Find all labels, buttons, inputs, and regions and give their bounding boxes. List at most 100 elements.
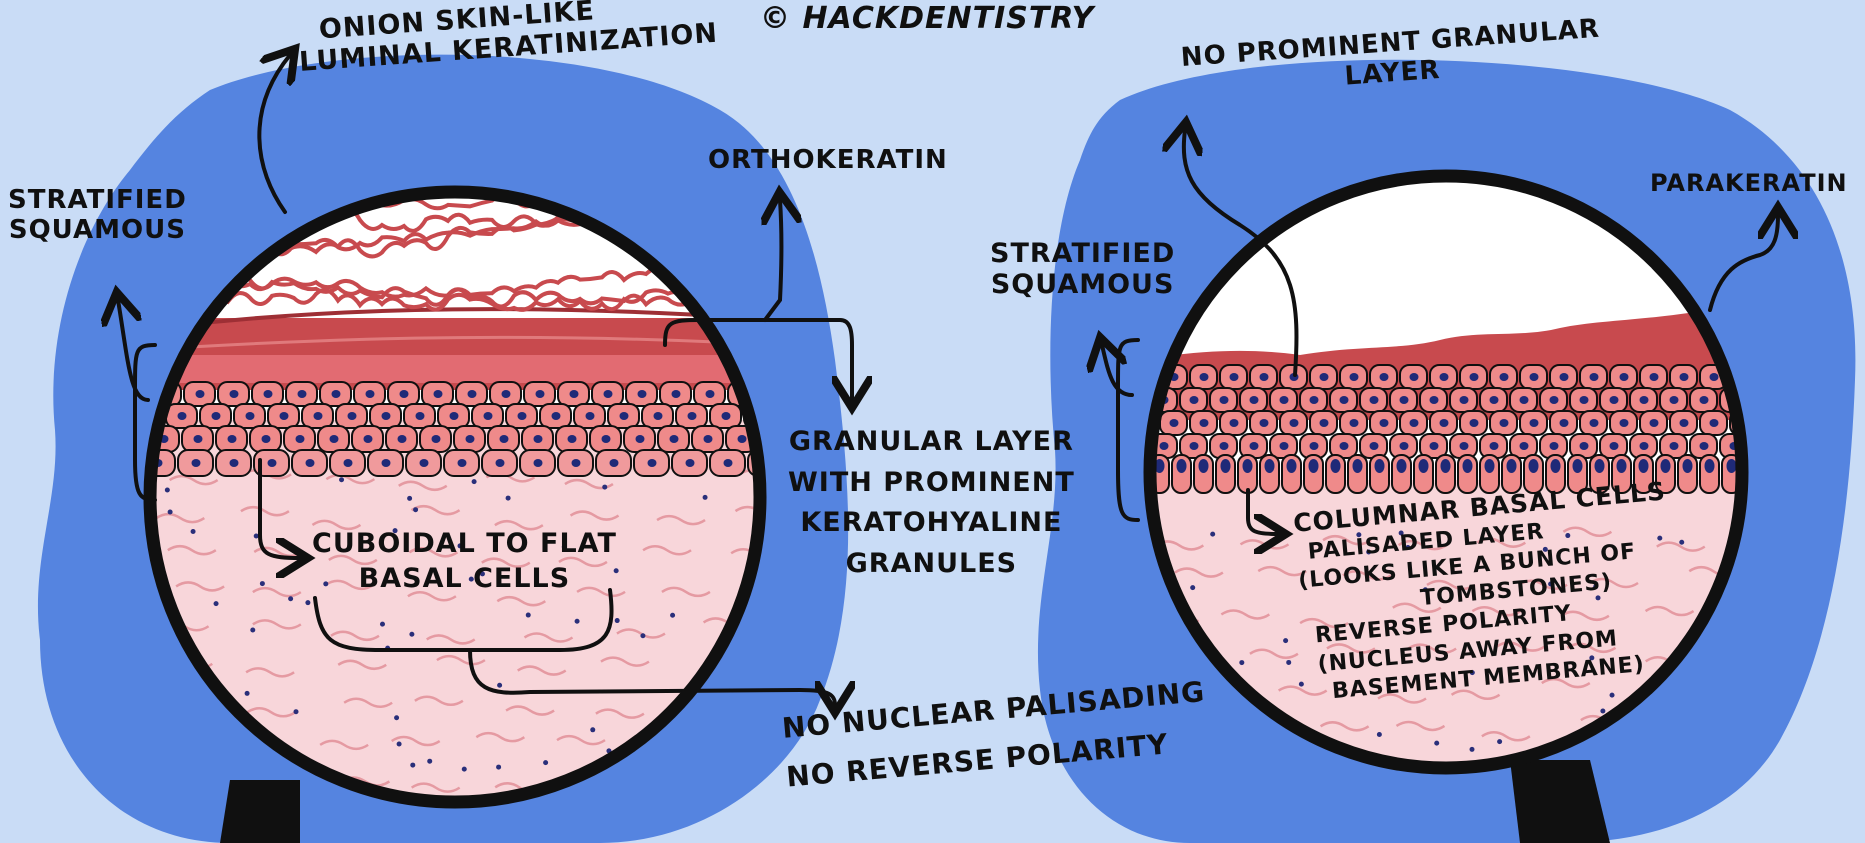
left-epithelial-cells <box>132 382 809 476</box>
cell-nucleus <box>1260 419 1269 427</box>
cell-nucleus <box>332 390 341 398</box>
cell-nucleus <box>1370 442 1379 450</box>
cell-nucleus <box>586 412 595 420</box>
stroma-dot <box>1600 708 1605 713</box>
cell-nucleus <box>450 412 459 420</box>
cell-nucleus <box>466 435 475 443</box>
basal-cells-label: CUBOIDAL TO FLAT BASAL CELLS <box>312 526 617 596</box>
cell-nucleus <box>502 390 511 398</box>
cell-nucleus <box>686 459 695 467</box>
stroma-dot <box>526 613 531 618</box>
cell-nucleus <box>1380 419 1389 427</box>
stroma-dot <box>497 683 502 688</box>
cell-nucleus <box>1680 373 1689 381</box>
cell-nucleus <box>1400 442 1409 450</box>
cell-nucleus <box>1370 396 1379 404</box>
cell-nucleus <box>1490 442 1499 450</box>
stratified-right-line-1: STRATIFIED <box>990 238 1175 269</box>
stroma-dot <box>602 485 607 490</box>
cell-nucleus <box>1350 373 1359 381</box>
cell-nucleus <box>1650 373 1659 381</box>
cell-nucleus <box>194 435 203 443</box>
cell-nucleus <box>602 435 611 443</box>
cell-nucleus <box>432 435 441 443</box>
stroma-dot <box>413 507 418 512</box>
cell-nucleus <box>1340 442 1349 450</box>
basal-nucleus <box>1287 459 1297 473</box>
cell-nucleus <box>1710 373 1719 381</box>
cell-nucleus <box>500 435 509 443</box>
cell-nucleus <box>296 435 305 443</box>
stratified-line-2: SQUAMOUS <box>8 216 187 246</box>
stroma-dot <box>496 765 501 770</box>
cell-nucleus <box>1320 419 1329 427</box>
stroma-dot <box>575 619 580 624</box>
basal-nucleus <box>1573 459 1583 473</box>
stroma-dot <box>305 600 310 605</box>
cell-nucleus <box>212 412 221 420</box>
cell-nucleus <box>344 459 353 467</box>
cell-nucleus <box>484 412 493 420</box>
cell-nucleus <box>1610 442 1619 450</box>
cell-nucleus <box>1520 442 1529 450</box>
stroma-dot <box>1239 660 1244 665</box>
cell-nucleus <box>1520 396 1529 404</box>
stroma-dot <box>250 627 255 632</box>
cell-nucleus <box>1220 396 1229 404</box>
basal-nucleus <box>1419 459 1429 473</box>
cell-nucleus <box>1530 373 1539 381</box>
stroma-dot <box>1210 532 1215 537</box>
cell-nucleus <box>262 435 271 443</box>
stroma-dot <box>168 509 173 514</box>
cell-nucleus <box>1500 419 1509 427</box>
cell-nucleus <box>1320 373 1329 381</box>
stroma-dot <box>397 741 402 746</box>
stratified-squamous-left-label: STRATIFIED SQUAMOUS <box>8 186 187 246</box>
stratified-squamous-right-label: STRATIFIED SQUAMOUS <box>990 238 1175 300</box>
stroma-dot <box>294 709 299 714</box>
stroma-dot <box>407 496 412 501</box>
granular-line-4: GRANULES <box>788 544 1075 585</box>
cell-nucleus <box>722 412 731 420</box>
cell-nucleus <box>534 435 543 443</box>
cell-nucleus <box>1650 419 1659 427</box>
cell-nucleus <box>1280 442 1289 450</box>
cell-nucleus <box>314 412 323 420</box>
cell-nucleus <box>688 412 697 420</box>
cell-nucleus <box>604 390 613 398</box>
cell-nucleus <box>648 459 657 467</box>
cell-nucleus <box>366 390 375 398</box>
basal-line-2: BASAL CELLS <box>312 561 617 596</box>
cell-nucleus <box>228 435 237 443</box>
stroma-dot <box>245 691 250 696</box>
cell-nucleus <box>1670 396 1679 404</box>
stroma-dot <box>472 479 477 484</box>
stroma-dot <box>1497 739 1502 744</box>
cell-nucleus <box>1380 373 1389 381</box>
cell-nucleus <box>1640 396 1649 404</box>
cell-nucleus <box>1170 419 1179 427</box>
cell-nucleus <box>298 390 307 398</box>
stroma-dot <box>214 601 219 606</box>
granular-line-2: WITH PROMINENT <box>788 463 1075 504</box>
cell-nucleus <box>458 459 467 467</box>
cell-nucleus <box>1350 419 1359 427</box>
cell-nucleus <box>496 459 505 467</box>
stroma-dot <box>410 763 415 768</box>
cell-nucleus <box>1530 419 1539 427</box>
cell-nucleus <box>568 435 577 443</box>
cell-nucleus <box>1490 396 1499 404</box>
cell-nucleus <box>636 435 645 443</box>
stroma-dot <box>543 760 548 765</box>
cell-nucleus <box>1280 396 1289 404</box>
stroma-dot <box>670 613 675 618</box>
basal-nucleus <box>1617 459 1627 473</box>
cell-nucleus <box>534 459 543 467</box>
cell-nucleus <box>1590 419 1599 427</box>
stratified-line-1: STRATIFIED <box>8 186 187 216</box>
cell-nucleus <box>330 435 339 443</box>
cell-nucleus <box>1430 442 1439 450</box>
cell-nucleus <box>382 459 391 467</box>
cell-nucleus <box>400 390 409 398</box>
cell-nucleus <box>1620 373 1629 381</box>
